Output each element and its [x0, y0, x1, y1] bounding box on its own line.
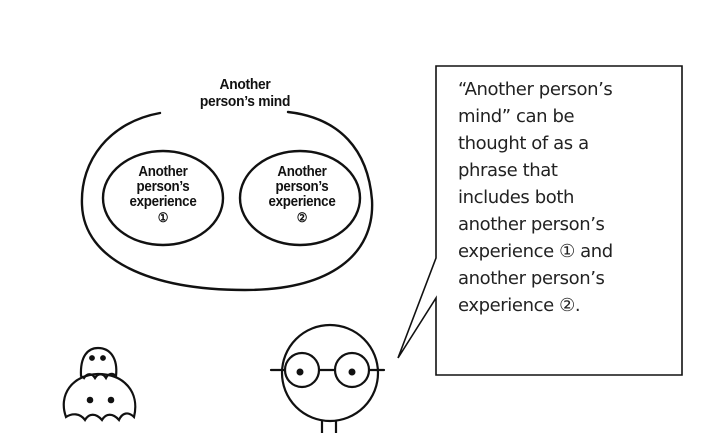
speech-line: experience ②.: [458, 295, 581, 316]
outer-mind-ellipse: [80, 110, 374, 292]
speech-line: mind” can be: [458, 106, 575, 127]
blob-creature-icon: [62, 346, 137, 423]
glasses-person-icon: [269, 323, 386, 433]
speech-bubble-outline: [397, 65, 683, 376]
experience-1-number: ①: [157, 210, 169, 225]
speech-bubble-text: “Another person’s mind” can be thought o…: [458, 76, 663, 319]
speech-line: another person’s: [458, 214, 605, 235]
experience-1-line2: person’s: [136, 179, 190, 195]
experience-1-line1: Another: [138, 164, 188, 180]
experience-2-number: ②: [296, 210, 308, 225]
speech-line: “Another person’s: [458, 79, 613, 100]
speech-line: phrase that: [458, 160, 558, 181]
experience-2-line1: Another: [277, 164, 327, 180]
experience-1-label: Another person’s experience ①: [112, 164, 213, 226]
experience-2-ellipse: [238, 149, 362, 247]
speech-line: experience ① and: [458, 241, 613, 262]
outer-mind-label: Another person’s mind: [158, 76, 333, 110]
speech-line: includes both: [458, 187, 575, 208]
experience-2-label: Another person’s experience ②: [251, 164, 352, 226]
outer-label-line2: person’s mind: [199, 93, 291, 110]
experience-2-line2: person’s: [275, 179, 329, 195]
speech-line: another person’s: [458, 268, 605, 289]
experience-1-line3: experience: [129, 194, 197, 210]
speech-line: thought of as a: [458, 133, 589, 154]
outer-label-line1: Another: [219, 76, 271, 93]
experience-1-ellipse: [101, 149, 225, 247]
experience-2-line3: experience: [268, 194, 336, 210]
